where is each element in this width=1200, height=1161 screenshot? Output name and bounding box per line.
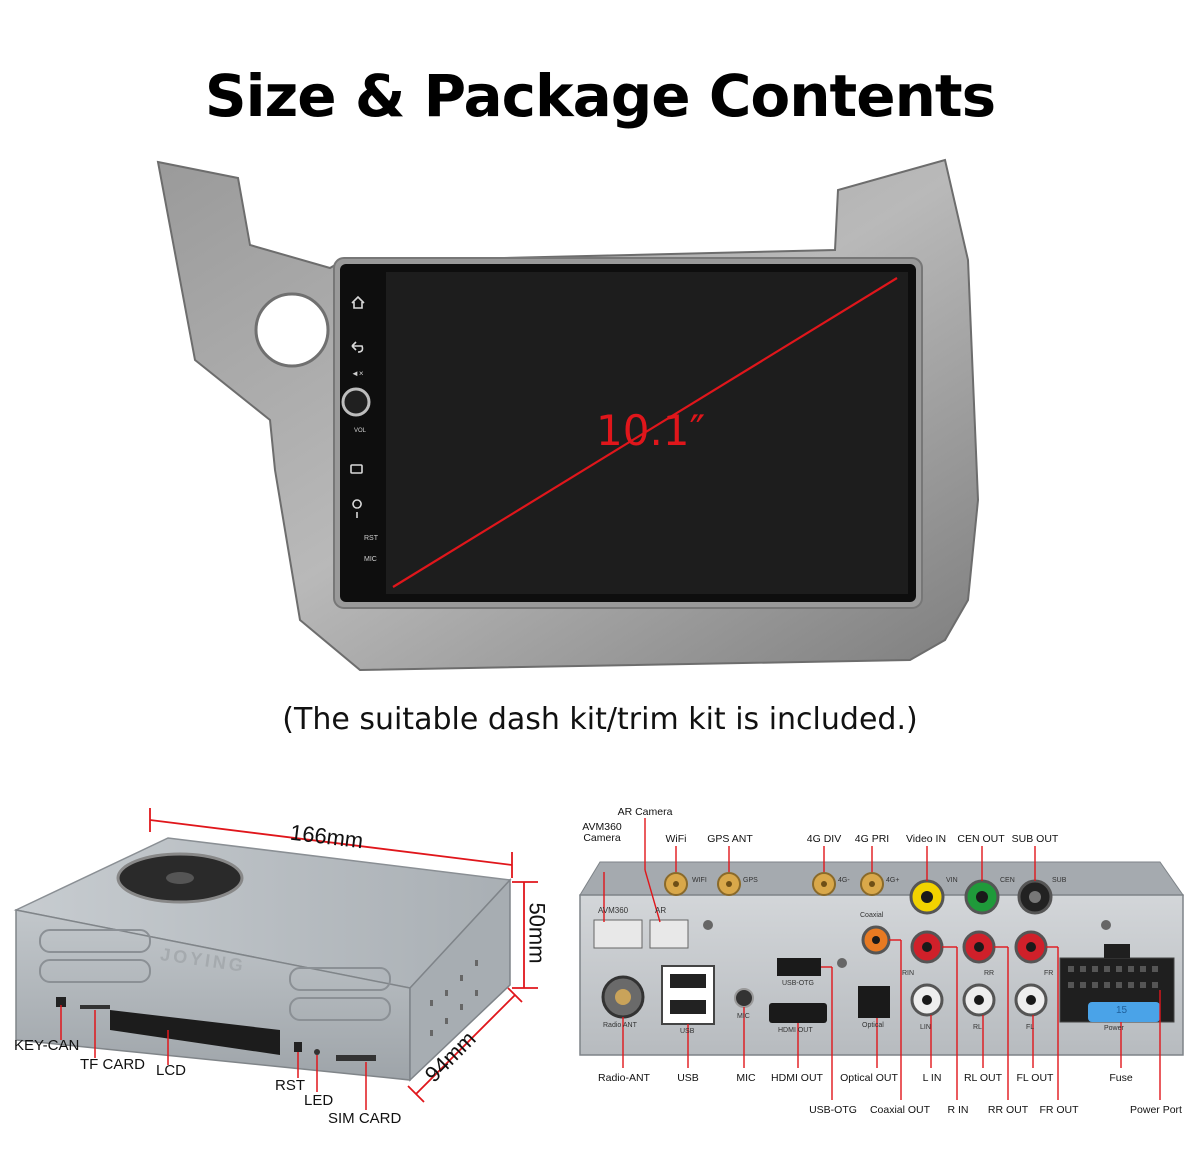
panel-gps: GPS: [743, 877, 758, 884]
panel-avm360: AVM360: [598, 906, 629, 915]
panel-4g-plus: 4G+: [886, 877, 900, 884]
4g-pri-label: 4G PRI: [854, 833, 890, 845]
panel-coaxial: Coaxial: [860, 912, 884, 919]
panel-ar: AR: [655, 906, 667, 915]
rst-label: RST: [275, 1077, 305, 1094]
panel-4g-minus: 4G-: [838, 877, 850, 884]
avm360-label: AVM360 Camera: [582, 821, 622, 844]
height-dimension: 50mm: [524, 902, 550, 964]
usb-otg-label: USB-OTG: [809, 1104, 857, 1116]
hdmi-port: [769, 1003, 827, 1023]
optical-port: [858, 986, 890, 1018]
panel-lin: LIN: [920, 1024, 931, 1031]
rr-out-label: RR OUT: [987, 1104, 1029, 1116]
vol-label: VOL: [354, 428, 367, 434]
panel-vin: VIN: [946, 877, 958, 884]
ar-camera-label: AR Camera: [617, 806, 673, 818]
4g-div-label: 4G DIV: [806, 833, 842, 845]
rst-button: [294, 1042, 302, 1052]
radio-icon: [350, 464, 363, 474]
panel-optical: Optical: [862, 1022, 884, 1029]
panel-cen: CEN: [1000, 877, 1015, 884]
usb-otg-port: [777, 958, 821, 976]
panel-power: Power: [1104, 1025, 1124, 1032]
tf-card-slot: [80, 1005, 110, 1009]
panel-wifi: WIFI: [692, 877, 707, 884]
panel-rl: RL: [973, 1024, 982, 1031]
volume-knob: [341, 387, 371, 417]
sub-out-label: SUB OUT: [1011, 833, 1059, 845]
fl-out-label: FL OUT: [1016, 1072, 1054, 1084]
panel-hdmi-out: HDMI OUT: [778, 1027, 813, 1034]
rl-out-label: RL OUT: [963, 1072, 1003, 1084]
panel-sub: SUB: [1052, 877, 1067, 884]
mic-button-label: MIC: [364, 556, 377, 563]
led-label: LED: [304, 1092, 334, 1109]
rear-pointer-lines: [603, 818, 1161, 1100]
lcd-label: LCD: [156, 1062, 187, 1079]
panel-rr: RR: [984, 970, 995, 977]
wifi-label: WiFi: [665, 833, 687, 845]
unit-rear-panel: [579, 861, 1184, 1056]
vent-hole: [254, 292, 330, 368]
unit-box-front-view: [13, 837, 512, 1082]
gps-ant-label: GPS ANT: [707, 833, 753, 845]
tf-card-label: TF CARD: [80, 1056, 145, 1073]
home-icon: [351, 295, 365, 309]
panel-radio-ant: Radio ANT: [603, 1022, 637, 1029]
panel-usb: USB: [680, 1028, 695, 1035]
panel-usb-otg: USB-OTG: [782, 980, 814, 987]
diagonal-measure-line: [392, 277, 898, 588]
optical-out-label: Optical OUT: [840, 1072, 898, 1084]
back-icon: [351, 341, 364, 353]
mic-label: MIC: [736, 1072, 756, 1084]
fuse-label: Fuse: [1109, 1072, 1133, 1084]
dash-kit-note: (The suitable dash kit/trim kit is inclu…: [282, 702, 918, 737]
side-button-column: [341, 295, 371, 518]
hdmi-out-label: HDMI OUT: [771, 1072, 823, 1084]
coaxial-out-label: Coaxial OUT: [869, 1104, 931, 1116]
radio-ant-label: Radio-ANT: [598, 1072, 650, 1084]
rst-button-label: RST: [364, 535, 378, 542]
usb-label: USB: [677, 1072, 699, 1084]
l-in-label: L IN: [922, 1072, 942, 1084]
panel-rin: RIN: [902, 970, 915, 977]
sim-card-label: SIM CARD: [328, 1110, 402, 1127]
mic-port: [734, 988, 754, 1008]
dimension-lines: [149, 808, 538, 1103]
gps-icon: [352, 499, 362, 518]
video-in-label: Video IN: [905, 833, 947, 845]
fuse: [1088, 1002, 1160, 1022]
mute-icon: ◄×: [351, 369, 364, 378]
panel-fl: FL: [1026, 1024, 1035, 1031]
panel-mic: MIC: [737, 1013, 750, 1020]
panel-fr: FR: [1044, 970, 1054, 977]
led-indicator: [314, 1049, 320, 1055]
r-in-label: R IN: [947, 1104, 969, 1116]
cen-out-label: CEN OUT: [957, 833, 1005, 845]
key-can-port: [56, 997, 66, 1007]
panel-fuse-value: 15: [1116, 1005, 1128, 1016]
sim-card-slot: [336, 1055, 376, 1061]
power-port-label: Power Port: [1130, 1104, 1182, 1116]
screen-diagonal-label: 10.1″: [596, 406, 706, 455]
front-pointer-lines: [60, 1005, 367, 1110]
page-title: Size & Package Contents: [204, 62, 996, 130]
key-can-label: KEY-CAN: [14, 1037, 80, 1054]
fr-out-label: FR OUT: [1039, 1104, 1079, 1116]
